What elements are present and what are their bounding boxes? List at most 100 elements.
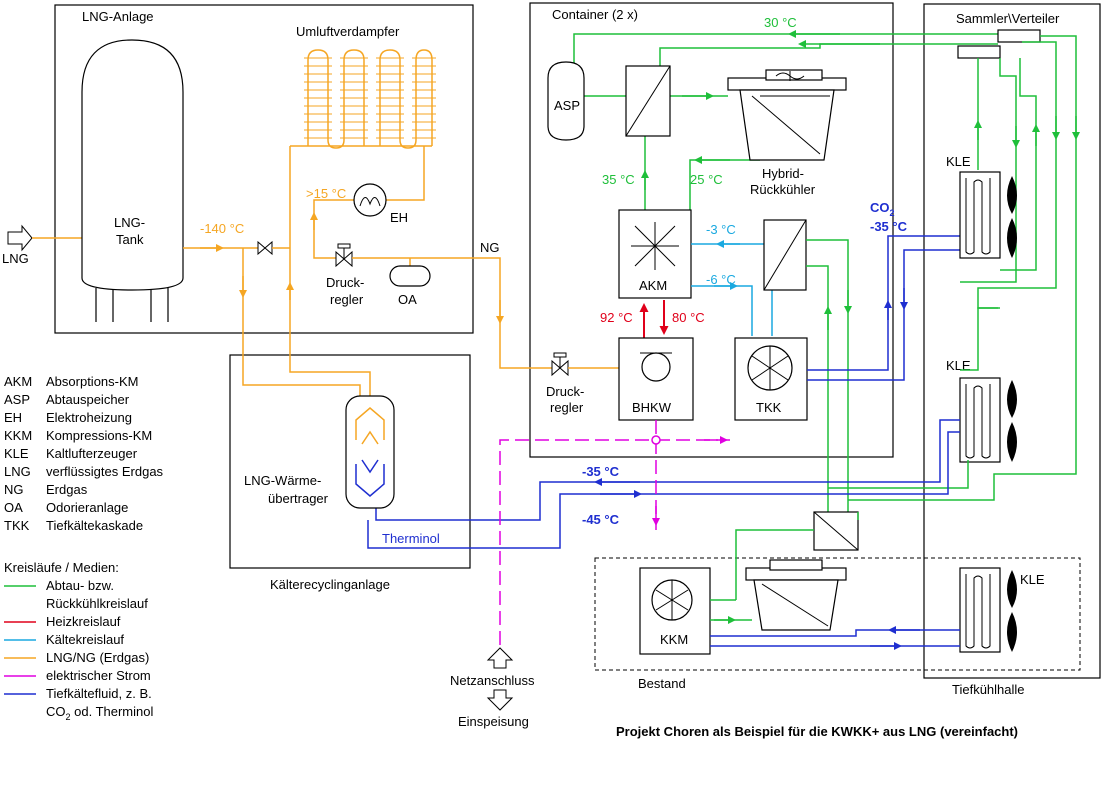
abbr-key: LNG [4,464,31,479]
verteiler [957,45,1001,59]
asp-label: ASP [554,98,580,113]
kle-fan-3-icon [1007,570,1017,652]
legend-label: Tiefkältefluid, z. B. [46,686,152,701]
lng-input-label: LNG [2,251,29,266]
druckregler-2-label-2: regler [550,400,584,415]
temp-minus-6: -6 °C [706,272,736,287]
eh-heater-icon [359,197,381,207]
umluftverdampfer-label: Umluftverdampfer [296,24,400,39]
abbr-key: KKM [4,428,32,443]
bhkw-generator-icon [641,352,671,382]
temp-80: 80 °C [672,310,705,325]
lng-input-arrow-icon [7,224,33,252]
abbr-key: ASP [4,392,30,407]
waermeuebertrager-label-1: LNG-Wärme- [244,473,321,488]
legend-label: elektrischer Strom [46,668,151,683]
abbr-desc: Abtauspeicher [46,392,130,407]
hybrid-label-2: Rückkühler [750,182,816,197]
temp-15: >15 °C [306,186,346,201]
abbr-desc: Kompressions-KM [46,428,152,443]
lng-tank-label: LNG- [114,215,145,230]
oa-tank [389,265,431,287]
kle-1-label: KLE [946,154,971,169]
druckregler-1-label: Druck- [326,275,364,290]
druckregler-1-label-2: regler [330,292,364,307]
abbr-desc: Tiefkältekaskade [46,518,143,533]
co2-label: CO2 [870,200,895,218]
eh-heater [353,183,387,217]
temp-co2-minus-35: -35 °C [870,219,908,234]
legend-label: Kältekreislauf [46,632,124,647]
lng-waermeuebertrager [345,395,395,509]
kaelterecycling-frame [229,354,471,569]
abbr-key: AKM [4,374,32,389]
bhkw-label: BHKW [632,400,672,415]
abbr-key: KLE [4,446,29,461]
kle-unit-2 [959,377,1001,463]
akm-symbol-icon [631,222,679,270]
lng-anlage-label: LNG-Anlage [82,9,154,24]
umluftverdampfer-coils [307,49,433,149]
hybrid-fan-icon [775,71,805,81]
legend-label-2: CO2 od. Therminol [46,704,153,722]
legend-label-2: Rückkühlkreislauf [46,596,148,611]
sammler-label: Sammler\Verteiler [956,11,1060,26]
abbr-desc: verflüssigtes Erdgas [46,464,164,479]
kle-fan-1-icon [1007,176,1017,258]
abbr-key: TKK [4,518,30,533]
kaelterecycling-label: Kälterecyclinganlage [270,577,390,592]
lng-tank-label-2: Tank [116,232,144,247]
legend-label: LNG/NG (Erdgas) [46,650,149,665]
einspeisung-arrow-icon [486,689,514,711]
kle-3-label: KLE [1020,572,1045,587]
temp-minus-35: -35 °C [582,464,620,479]
legend-label: Abtau- bzw. [46,578,114,593]
legend-title: Kreisläufe / Medien: [4,560,119,575]
electrical-node [651,435,661,445]
tiefkuehlhalle-frame [923,3,1101,679]
temp-minus-3: -3 °C [706,222,736,237]
netzanschluss-label: Netzanschluss [450,673,535,688]
bestand-label: Bestand [638,676,686,691]
kkm-label: KKM [660,632,688,647]
kle-unit-3 [959,567,1001,653]
temp-92: 92 °C [600,310,633,325]
temp-25: 25 °C [690,172,723,187]
hybrid-label-1: Hybrid- [762,166,804,181]
abbr-desc: Odorieranlage [46,500,128,515]
tiefkuehlhalle-label: Tiefkühlhalle [952,682,1025,697]
bestand-rueckkuehler [745,559,847,631]
temp-30: 30 °C [764,15,797,30]
lng-anlage-frame [54,4,474,334]
abbr-key: OA [4,500,23,515]
druckregler-2-label: Druck- [546,384,584,399]
lng-valve-icon [257,240,273,256]
legend-label: Heizkreislauf [46,614,121,629]
eh-label: EH [390,210,408,225]
caption: Projekt Choren als Beispiel für die KWKK… [616,724,1018,739]
legend-items: Abtau- bzw. RückkühlkreislaufHeizkreislau… [4,578,153,722]
oa-label: OA [398,292,417,307]
temp-minus-140: -140 °C [200,221,244,236]
netzanschluss-arrow-icon [486,647,514,669]
abbr-key: EH [4,410,22,425]
therminol-label: Therminol [382,531,440,546]
abbr-key: NG [4,482,24,497]
kle-unit-1 [959,171,1001,259]
akm-label: AKM [639,278,667,293]
einspeisung-label: Einspeisung [458,714,529,729]
kle-fan-2-icon [1007,380,1017,462]
container-frame [529,2,894,458]
abbr-desc: Absorptions-KM [46,374,138,389]
tkk-label: TKK [756,400,782,415]
sammler-top [997,29,1041,43]
umluftverdampfer-fins [304,57,436,139]
abbr-desc: Elektroheizung [46,410,132,425]
ng-label: NG [480,240,500,255]
asp-tank [547,61,585,141]
hybrid-rueckkuehler [727,69,847,161]
waermeuebertrager-label-2: übertrager [268,491,329,506]
lng-tank [81,39,184,322]
abbr-desc: Erdgas [46,482,88,497]
